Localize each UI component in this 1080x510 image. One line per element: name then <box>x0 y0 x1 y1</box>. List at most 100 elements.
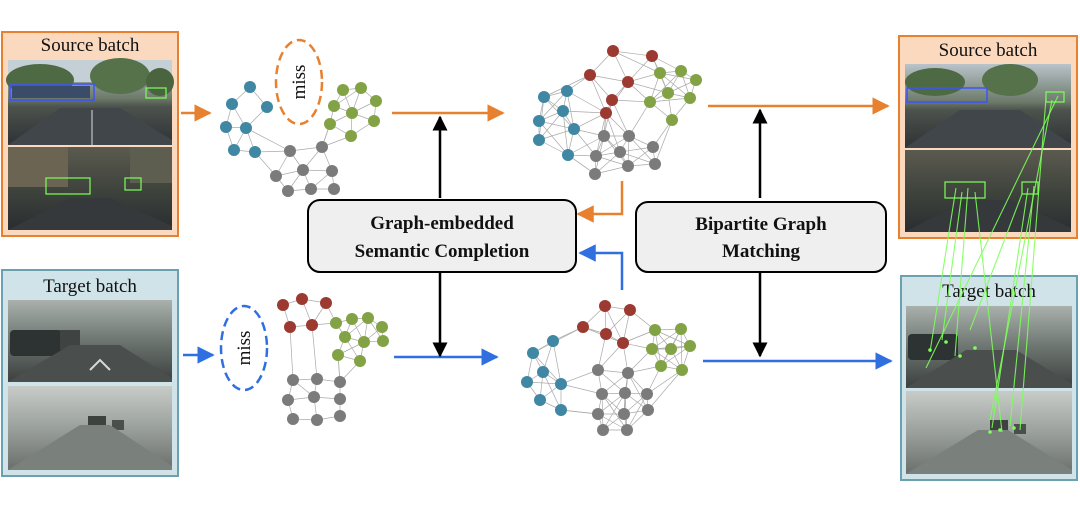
graph-node <box>334 393 346 405</box>
graph-node <box>557 105 569 117</box>
graph-node <box>533 134 545 146</box>
graph-node <box>284 321 296 333</box>
graph-node <box>561 85 573 97</box>
graph-edge <box>646 369 683 395</box>
graph-node <box>354 355 366 367</box>
graph-node <box>244 81 256 93</box>
graph-node <box>592 408 604 420</box>
right-source-panel: Source batch <box>898 35 1078 239</box>
graph-edge <box>538 120 569 156</box>
graph-edge <box>654 119 673 165</box>
graph-edge <box>612 50 661 74</box>
target-miss-marker: miss <box>219 304 269 392</box>
graph-node <box>597 424 609 436</box>
graph-node <box>584 69 596 81</box>
graph-node <box>320 297 332 309</box>
graph-edge <box>562 110 607 114</box>
match-line <box>941 191 963 341</box>
graph-node <box>675 323 687 335</box>
target-incomplete-graph <box>277 293 389 426</box>
graph-node <box>600 328 612 340</box>
svg-text:miss: miss <box>289 65 310 100</box>
graph-edge <box>245 127 291 152</box>
match-line <box>969 193 1023 331</box>
graph-node <box>647 141 659 153</box>
graph-edge <box>654 329 662 367</box>
graph-node <box>577 321 589 333</box>
graph-node <box>675 65 687 77</box>
graph-node <box>376 321 388 333</box>
graph-edge <box>597 333 607 371</box>
graph-node <box>249 146 261 158</box>
svg-text:miss: miss <box>234 331 255 366</box>
source-street-image-1 <box>6 58 174 145</box>
graph-node <box>306 319 318 331</box>
graph-node <box>346 313 358 325</box>
matching-label-line1: Bipartite Graph <box>695 214 827 235</box>
match-line <box>925 95 1059 369</box>
graph-node <box>622 160 634 172</box>
graph-node <box>624 304 636 316</box>
graph-node <box>226 98 238 110</box>
graph-node <box>690 74 702 86</box>
semantic-completion-module: Graph-embedded Semantic Completion <box>307 199 577 273</box>
graph-node <box>623 130 635 142</box>
right-source-title: Source batch <box>939 40 1038 61</box>
completion-label-line2: Semantic Completion <box>355 241 530 262</box>
left-target-title: Target batch <box>43 276 137 297</box>
graph-edge <box>647 369 683 411</box>
target-foggy-image-2 <box>8 386 172 470</box>
match-line <box>929 187 957 353</box>
graph-node <box>287 374 299 386</box>
graph-node <box>641 388 653 400</box>
graph-node <box>644 96 656 108</box>
graph-node <box>676 364 688 376</box>
graph-edge <box>567 135 605 156</box>
graph-edge <box>619 151 656 165</box>
graph-node <box>324 118 336 130</box>
keypoint <box>973 346 977 350</box>
graph-node <box>332 349 344 361</box>
module-connector-arrows <box>432 108 768 358</box>
graph-edge <box>602 392 626 431</box>
graph-node <box>240 122 252 134</box>
graph-node <box>261 101 273 113</box>
graph-node <box>646 343 658 355</box>
graph-node <box>377 335 389 347</box>
graph-node <box>368 115 380 127</box>
graph-node <box>607 45 619 57</box>
graph-edge <box>604 305 624 344</box>
graph-node <box>311 373 323 385</box>
graph-node <box>684 92 696 104</box>
keypoint <box>944 340 948 344</box>
graph-node <box>538 91 550 103</box>
graph-node <box>308 391 320 403</box>
target-completed-graph <box>521 300 696 436</box>
graph-edge <box>597 342 624 371</box>
graph-node <box>346 107 358 119</box>
graph-node <box>562 149 574 161</box>
graph-edge <box>628 101 651 137</box>
graph-node <box>282 185 294 197</box>
source-street-image-2 <box>8 147 172 230</box>
graph-node <box>337 84 349 96</box>
graph-edge <box>560 369 599 385</box>
graph-node <box>621 424 633 436</box>
graph-node <box>555 404 567 416</box>
keypoint <box>928 348 932 352</box>
keypoint <box>958 354 962 358</box>
graph-node <box>362 312 374 324</box>
graph-node <box>297 164 309 176</box>
graph-edge <box>289 326 294 381</box>
graph-node <box>355 82 367 94</box>
graph-node <box>618 408 630 420</box>
graph-node <box>370 95 382 107</box>
graph-node <box>328 183 340 195</box>
graph-node <box>330 317 342 329</box>
match-line <box>1009 185 1035 427</box>
graph-node <box>589 168 601 180</box>
match-line <box>991 187 1029 429</box>
graph-node <box>287 413 299 425</box>
source-miss-marker: miss <box>274 38 324 126</box>
graph-node <box>592 364 604 376</box>
